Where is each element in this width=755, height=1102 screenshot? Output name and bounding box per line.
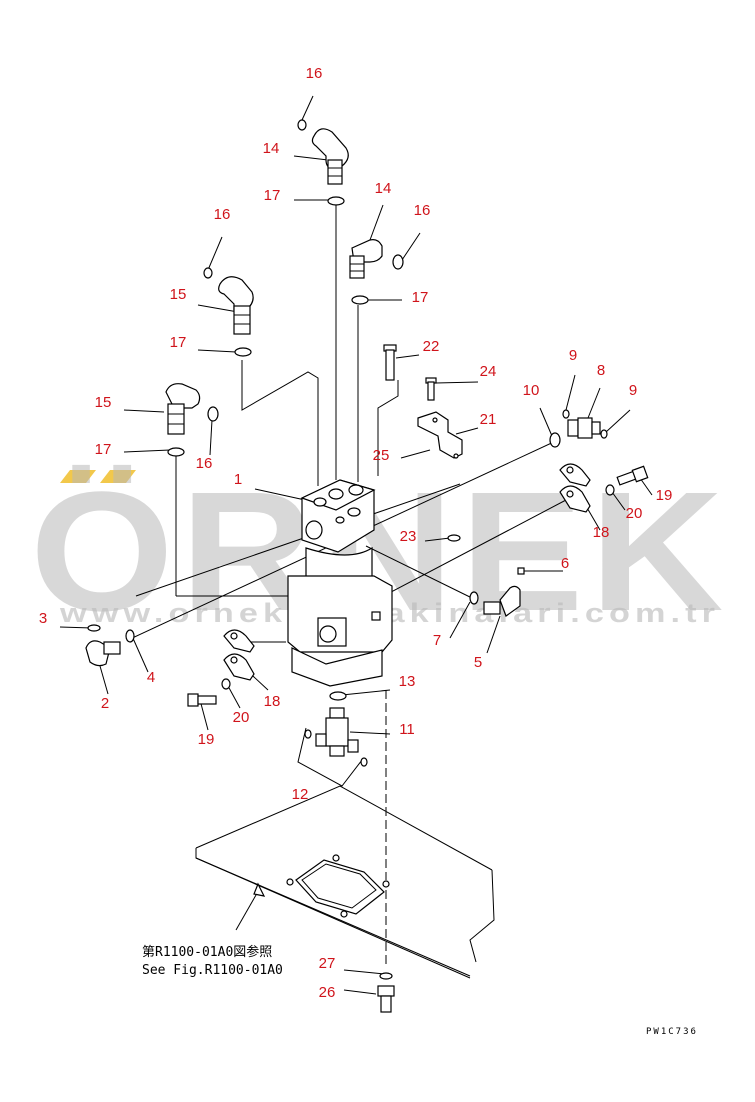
elbow-fitting-14-top bbox=[311, 128, 349, 185]
callout-17: 17 bbox=[412, 289, 429, 306]
reference-note-jp: 第R1100-01A0図参照 bbox=[142, 944, 272, 960]
callout-5: 5 bbox=[474, 654, 482, 671]
callout-14: 14 bbox=[375, 180, 392, 197]
callout-16: 16 bbox=[196, 455, 213, 472]
callout-16: 16 bbox=[214, 206, 231, 223]
callout-7: 7 bbox=[433, 632, 441, 649]
drawing-code: PW1C736 bbox=[646, 1027, 698, 1037]
valve-11 bbox=[315, 707, 359, 757]
callout-9: 9 bbox=[629, 382, 637, 399]
callout-25: 25 bbox=[373, 447, 390, 464]
callout-2: 2 bbox=[101, 695, 109, 712]
callout-16: 16 bbox=[306, 65, 323, 82]
callout-8: 8 bbox=[597, 362, 605, 379]
callout-3: 3 bbox=[39, 610, 47, 627]
callout-9: 9 bbox=[569, 347, 577, 364]
bolt-19-right bbox=[616, 465, 649, 486]
pin-22 bbox=[383, 344, 397, 381]
callout-17: 17 bbox=[170, 334, 187, 351]
callout-12: 12 bbox=[292, 786, 309, 803]
callout-20: 20 bbox=[233, 709, 250, 726]
swivel-joint-body-1 bbox=[287, 479, 393, 687]
watermark-accent-mark-right bbox=[100, 470, 136, 483]
callout-4: 4 bbox=[147, 669, 155, 686]
callout-14: 14 bbox=[263, 140, 280, 157]
elbow-fitting-15-lower bbox=[165, 383, 201, 435]
callout-13: 13 bbox=[399, 673, 416, 690]
reference-note-en: See Fig.R1100-01A0 bbox=[142, 963, 283, 978]
elbow-fitting-2 bbox=[85, 640, 121, 667]
adapter-8 bbox=[567, 417, 601, 439]
callout-27: 27 bbox=[319, 955, 336, 972]
callout-15: 15 bbox=[95, 394, 112, 411]
bracket-21 bbox=[417, 411, 463, 459]
frame-plate bbox=[195, 785, 495, 979]
elbow-fitting-5 bbox=[483, 585, 521, 617]
callout-16: 16 bbox=[414, 202, 431, 219]
clamp-18-left bbox=[223, 629, 255, 681]
elbow-fitting-15-upper bbox=[218, 276, 254, 335]
assembly-lines bbox=[127, 205, 567, 968]
callout-17: 17 bbox=[95, 441, 112, 458]
callout-19: 19 bbox=[198, 731, 215, 748]
callout-6: 6 bbox=[561, 555, 569, 572]
callout-21: 21 bbox=[480, 411, 497, 428]
callout-15: 15 bbox=[170, 286, 187, 303]
callout-10: 10 bbox=[523, 382, 540, 399]
callout-22: 22 bbox=[423, 338, 440, 355]
elbow-fitting-14-right bbox=[349, 239, 383, 279]
callout-1: 1 bbox=[234, 471, 242, 488]
callout-23: 23 bbox=[400, 528, 417, 545]
callout-18: 18 bbox=[593, 524, 610, 541]
callout-20: 20 bbox=[626, 505, 643, 522]
bolt-19-left bbox=[187, 693, 217, 707]
clamp-18-right bbox=[559, 463, 591, 513]
callout-26: 26 bbox=[319, 984, 336, 1001]
callout-18: 18 bbox=[264, 693, 281, 710]
watermark-accent-mark-left bbox=[60, 470, 96, 483]
callout-11: 11 bbox=[399, 721, 415, 738]
callout-19: 19 bbox=[656, 487, 673, 504]
callout-17: 17 bbox=[264, 187, 281, 204]
bolt-26 bbox=[377, 985, 395, 1013]
callout-24: 24 bbox=[480, 363, 497, 380]
leader-lines bbox=[59, 95, 653, 995]
parts bbox=[85, 119, 649, 1013]
